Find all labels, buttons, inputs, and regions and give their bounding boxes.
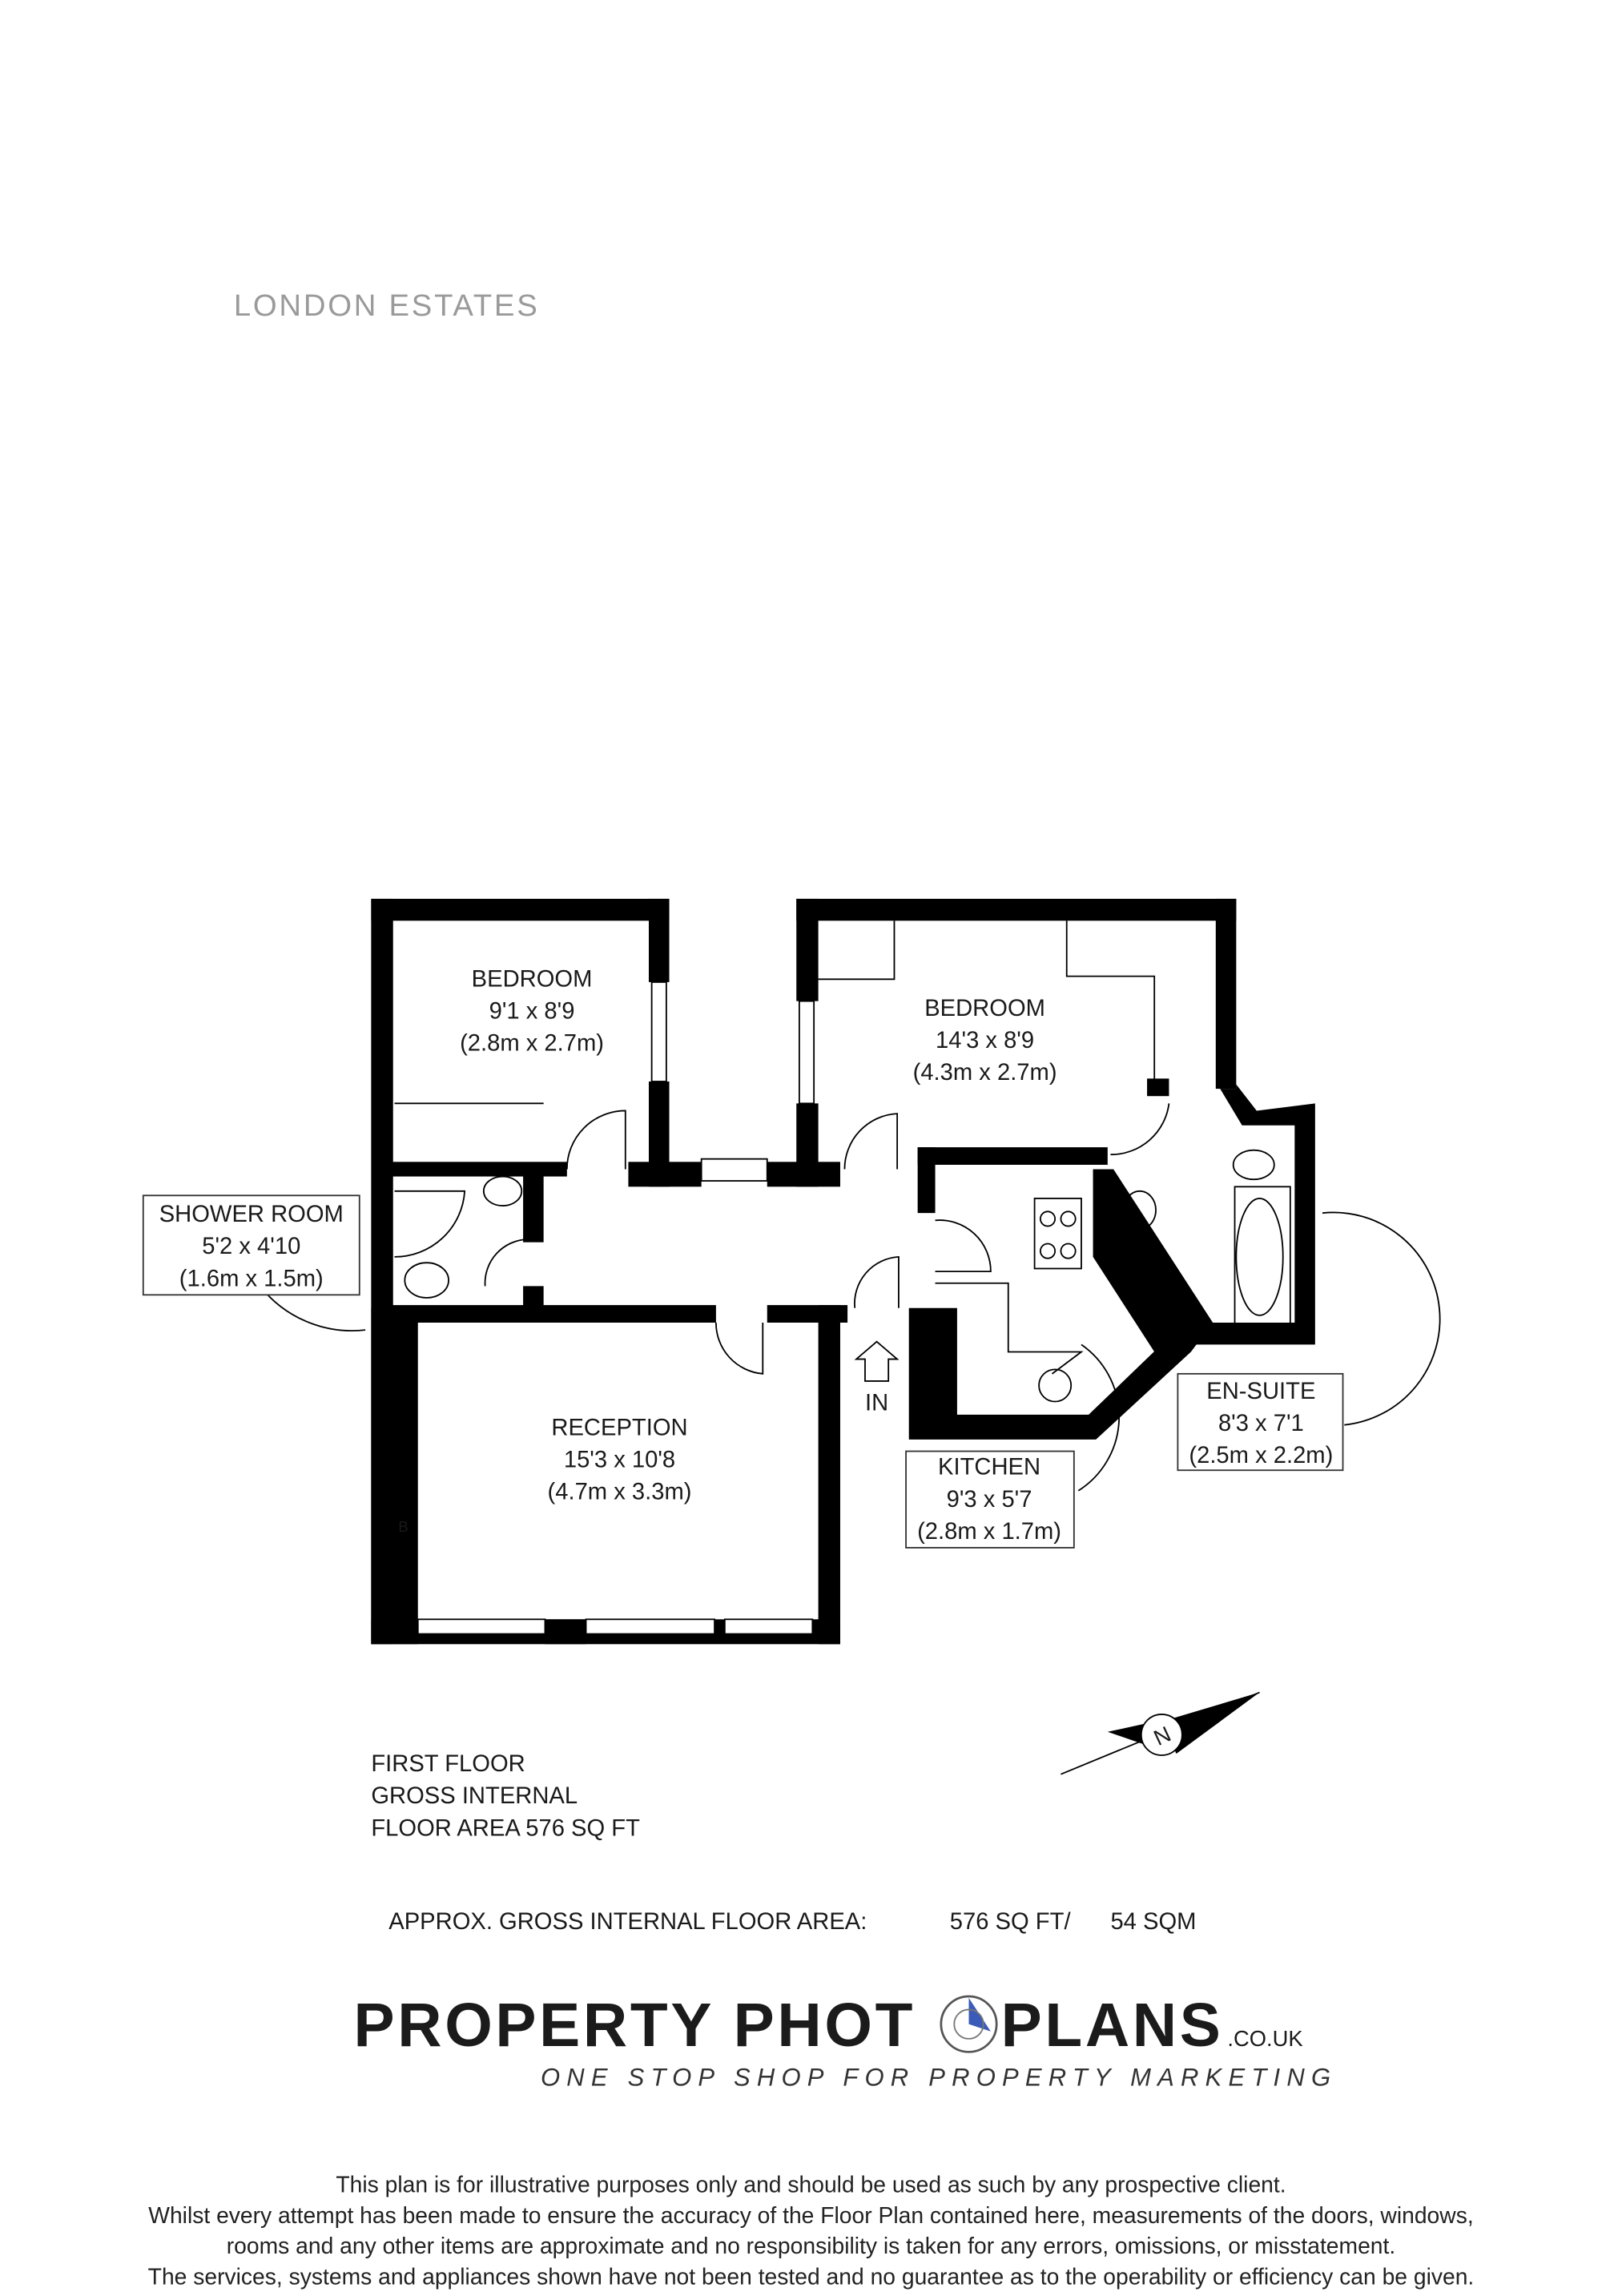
- rooms-bedroom2-name: BEDROOM: [924, 996, 1045, 1021]
- rooms-bedroom1-metric: (2.8m x 2.7m): [460, 1031, 604, 1057]
- rooms-kitchen-name: KITCHEN: [938, 1455, 1040, 1480]
- rooms-shower-metric: (1.6m x 1.5m): [179, 1266, 324, 1291]
- rooms-reception-metric: (4.7m x 3.3m): [548, 1480, 692, 1505]
- rooms-reception-name: RECEPTION: [551, 1415, 687, 1440]
- area_summary-label: APPROX. GROSS INTERNAL FLOOR AREA:: [388, 1909, 867, 1935]
- area_summary-sqft: 576 SQ FT/: [950, 1909, 1072, 1935]
- area-summary: APPROX. GROSS INTERNAL FLOOR AREA: 576 S…: [388, 1909, 1196, 1935]
- rooms-shower-imperial: 5'2 x 4'10: [202, 1234, 300, 1259]
- rooms-reception-imperial: 15'3 x 10'8: [564, 1448, 675, 1473]
- floor_info-1: GROSS INTERNAL: [371, 1783, 578, 1809]
- rooms-ensuite-name: EN-SUITE: [1206, 1379, 1315, 1404]
- room-bedroom-2: BEDROOM 14'3 x 8'9 (4.3m x 2.7m): [913, 996, 1057, 1086]
- logo-suffix: .CO.UK: [1227, 2026, 1302, 2051]
- rooms-bedroom1-imperial: 9'1 x 8'9: [489, 999, 575, 1025]
- logo-tagline: ONE STOP SHOP FOR PROPERTY MARKETING: [541, 2063, 1337, 2091]
- room-bedroom-1: BEDROOM 9'1 x 8'9 (2.8m x 2.7m): [460, 966, 604, 1056]
- agent-name: LONDON ESTATES: [234, 288, 540, 323]
- room-shower-room: SHOWER ROOM 5'2 x 4'10 (1.6m x 1.5m): [142, 1194, 360, 1296]
- boiler-label: B: [398, 1518, 408, 1535]
- rooms-bedroom2-metric: (4.3m x 2.7m): [913, 1060, 1057, 1086]
- property-photo-plans-logo: PROPERTY PHOT PLANS .CO.UK ONE STOP SHOP…: [353, 1992, 1337, 2091]
- walls: [371, 898, 1315, 1645]
- disclaimer-1: Whilst every attempt has been made to en…: [148, 2202, 1473, 2228]
- room-en-suite: EN-SUITE 8'3 x 7'1 (2.5m x 2.2m): [1177, 1372, 1344, 1472]
- rooms-kitchen-imperial: 9'3 x 5'7: [947, 1487, 1032, 1513]
- room-kitchen: KITCHEN 9'3 x 5'7 (2.8m x 1.7m): [905, 1450, 1075, 1549]
- disclaimer-3: The services, systems and appliances sho…: [148, 2263, 1475, 2289]
- floor_info-0: FIRST FLOOR: [371, 1751, 525, 1777]
- doors-and-fixtures: B IN: [260, 920, 1441, 1568]
- windows: [417, 981, 815, 1635]
- rooms-shower-name: SHOWER ROOM: [159, 1202, 344, 1227]
- disclaimer-2: rooms and any other items are approximat…: [227, 2233, 1395, 2258]
- floor_info-2: FLOOR AREA 576 SQ FT: [371, 1815, 640, 1841]
- entrance-label: IN: [865, 1390, 888, 1416]
- compass: N: [1061, 1691, 1260, 1775]
- rooms-ensuite-imperial: 8'3 x 7'1: [1218, 1411, 1304, 1436]
- floor-plan: B IN BEDROOM 9'1 x 8'9 (2.8m x 2.7m) BED…: [142, 898, 1441, 1645]
- rooms-kitchen-metric: (2.8m x 1.7m): [917, 1519, 1061, 1545]
- logo-part1: PROPERTY PHOT: [353, 1992, 916, 2060]
- disclaimer: This plan is for illustrative purposes o…: [148, 2171, 1475, 2289]
- rooms-bedroom1-name: BEDROOM: [472, 966, 593, 992]
- room-reception: RECEPTION 15'3 x 10'8 (4.7m x 3.3m): [548, 1415, 692, 1504]
- rooms-bedroom2-imperial: 14'3 x 8'9: [936, 1028, 1034, 1053]
- floor-info: FIRST FLOOR GROSS INTERNAL FLOOR AREA 57…: [371, 1751, 640, 1841]
- disclaimer-0: This plan is for illustrative purposes o…: [336, 2171, 1286, 2197]
- area_summary-sqm: 54 SQM: [1110, 1909, 1196, 1935]
- rooms-ensuite-metric: (2.5m x 2.2m): [1189, 1443, 1333, 1468]
- logo-part2: PLANS: [1001, 1992, 1224, 2060]
